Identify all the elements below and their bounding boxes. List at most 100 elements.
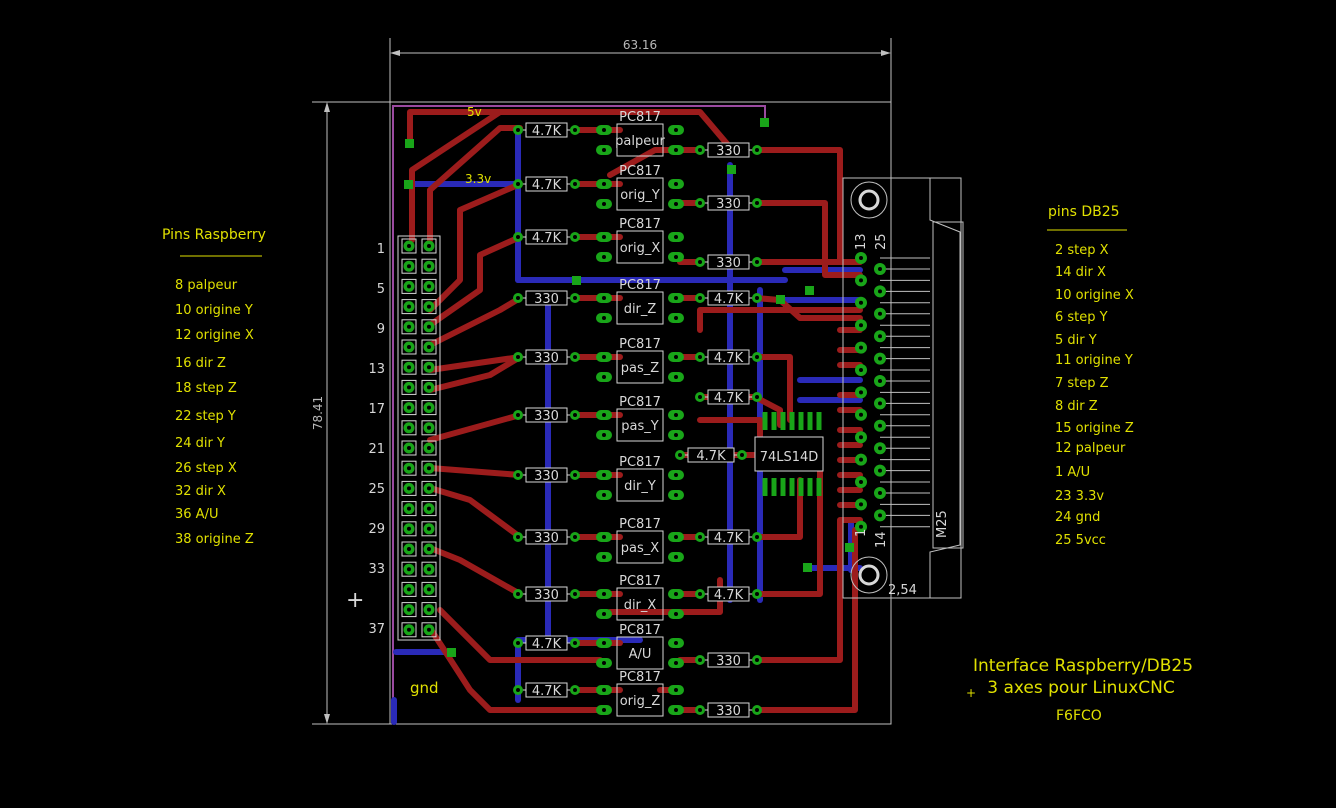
resistor-value: 330 <box>716 704 741 719</box>
pin-number: 5 <box>377 282 385 297</box>
raspberry-legend-item: 38 origine Z <box>175 532 254 547</box>
resistor: 4.7K <box>513 635 580 652</box>
raspberry-legend-item: 8 palpeur <box>175 278 238 293</box>
header-pin <box>421 420 437 436</box>
header-pin <box>421 400 437 416</box>
db25-connector: 13 25 1 14 M25 2,54 <box>842 177 964 599</box>
optocoupler: PC817 orig_X <box>596 217 684 264</box>
pin-number: 21 <box>368 442 385 457</box>
raspberry-legend-item: 12 origine X <box>175 328 254 343</box>
header-pin <box>421 278 437 294</box>
header-pin <box>421 359 437 375</box>
resistor-value: 330 <box>534 351 559 366</box>
header-pin-numbers: 1 5 9 13 17 21 25 29 33 37 <box>368 242 385 637</box>
resistor-value: 4.7K <box>532 684 562 699</box>
db25-pin-13-label: 13 <box>854 233 869 250</box>
resistor-value: 4.7K <box>714 351 744 366</box>
opto-name-label: pas_Z <box>621 361 659 376</box>
raspberry-header <box>397 235 441 641</box>
header-pin <box>401 238 417 254</box>
opto-part-label: PC817 <box>619 623 661 638</box>
header-pin <box>421 258 437 274</box>
resistor: 330 <box>695 254 762 271</box>
header-pin <box>401 561 417 577</box>
header-pin <box>421 622 437 638</box>
resistor-value: 4.7K <box>714 531 744 546</box>
pin-number: 37 <box>368 622 385 637</box>
opto-part-label: PC817 <box>619 395 661 410</box>
db25-legend-item: 24 gnd <box>1055 510 1100 525</box>
header-pin <box>401 400 417 416</box>
header-pin <box>401 299 417 315</box>
gnd-label: gnd <box>410 679 439 697</box>
header-pin <box>401 319 417 335</box>
title-line-2: 3 axes pour LinuxCNC <box>987 678 1175 698</box>
db25-legend-item: 25 5vcc <box>1055 533 1106 548</box>
pin-number: 17 <box>368 402 385 417</box>
header-pin <box>421 339 437 355</box>
resistor: 4.7K <box>513 122 580 139</box>
header-pin <box>401 622 417 638</box>
raspberry-legend-item: 16 dir Z <box>175 356 226 371</box>
db25-pin-14-label: 14 <box>874 531 889 548</box>
opto-part-label: PC817 <box>619 574 661 589</box>
resistor-value: 4.7K <box>532 637 562 652</box>
opto-name-label: orig_Z <box>620 694 661 709</box>
ic-74ls14d: 74LS14D <box>754 412 824 496</box>
db25-legend-title: pins DB25 <box>1048 204 1120 220</box>
resistor: 4.7K <box>695 349 762 366</box>
db25-pin-25-label: 25 <box>874 233 889 250</box>
pin-number: 13 <box>368 362 385 377</box>
header-pin <box>401 339 417 355</box>
resistor: 4.7K <box>695 389 762 406</box>
resistor: 4.7K <box>695 290 762 307</box>
resistor: 330 <box>695 142 762 159</box>
header-pin <box>421 379 437 395</box>
raspberry-legend-item: 22 step Y <box>175 409 236 424</box>
opto-part-label: PC817 <box>619 337 661 352</box>
header-pin <box>421 238 437 254</box>
resistors: 4.7K 4.7K 4.7K 330 330 330 330 330 330 4.7K 4.7K 33… <box>513 122 762 719</box>
opto-part-label: PC817 <box>619 217 661 232</box>
resistor-value: 4.7K <box>532 124 562 139</box>
raspberry-legend-item: 32 dir X <box>175 484 226 499</box>
raspberry-legend-item: 24 dir Y <box>175 436 225 451</box>
opto-name-label: pas_X <box>621 541 659 556</box>
resistor-value: 330 <box>716 197 741 212</box>
width-dimension: 63.16 <box>623 38 657 52</box>
vias <box>404 118 854 657</box>
header-pins <box>401 238 437 638</box>
resistor: 4.7K <box>695 586 762 603</box>
header-pin <box>421 541 437 557</box>
header-pin <box>401 278 417 294</box>
resistor-value: 330 <box>534 409 559 424</box>
resistor: 330 <box>695 652 762 669</box>
header-pin <box>401 379 417 395</box>
header-pin <box>401 541 417 557</box>
db25-name: M25 <box>935 510 950 538</box>
board-outline <box>312 38 892 725</box>
opto-name-label: dir_Y <box>624 479 656 494</box>
db25-pitch: 2,54 <box>888 583 917 598</box>
db25-legend-item: 23 3.3v <box>1055 489 1104 504</box>
header-pin <box>401 440 417 456</box>
db25-legend-item: 14 dir X <box>1055 265 1106 280</box>
opto-name-label: dir_Z <box>624 302 657 317</box>
resistor-value: 330 <box>716 144 741 159</box>
optocouplers: PC817palpeurPC817orig_YPC817orig_XPC817d… <box>596 110 684 717</box>
raspberry-legend-item: 10 origine Y <box>175 303 253 318</box>
resistor: 4.7K <box>695 529 762 546</box>
header-pin <box>421 440 437 456</box>
resistor: 330 <box>695 195 762 212</box>
header-pin <box>401 420 417 436</box>
resistor: 4.7K <box>513 176 580 193</box>
raspberry-legend-item: 26 step X <box>175 461 237 476</box>
opto-name-label: orig_X <box>620 241 661 256</box>
resistor: 4.7K <box>513 682 580 699</box>
header-pin <box>401 258 417 274</box>
